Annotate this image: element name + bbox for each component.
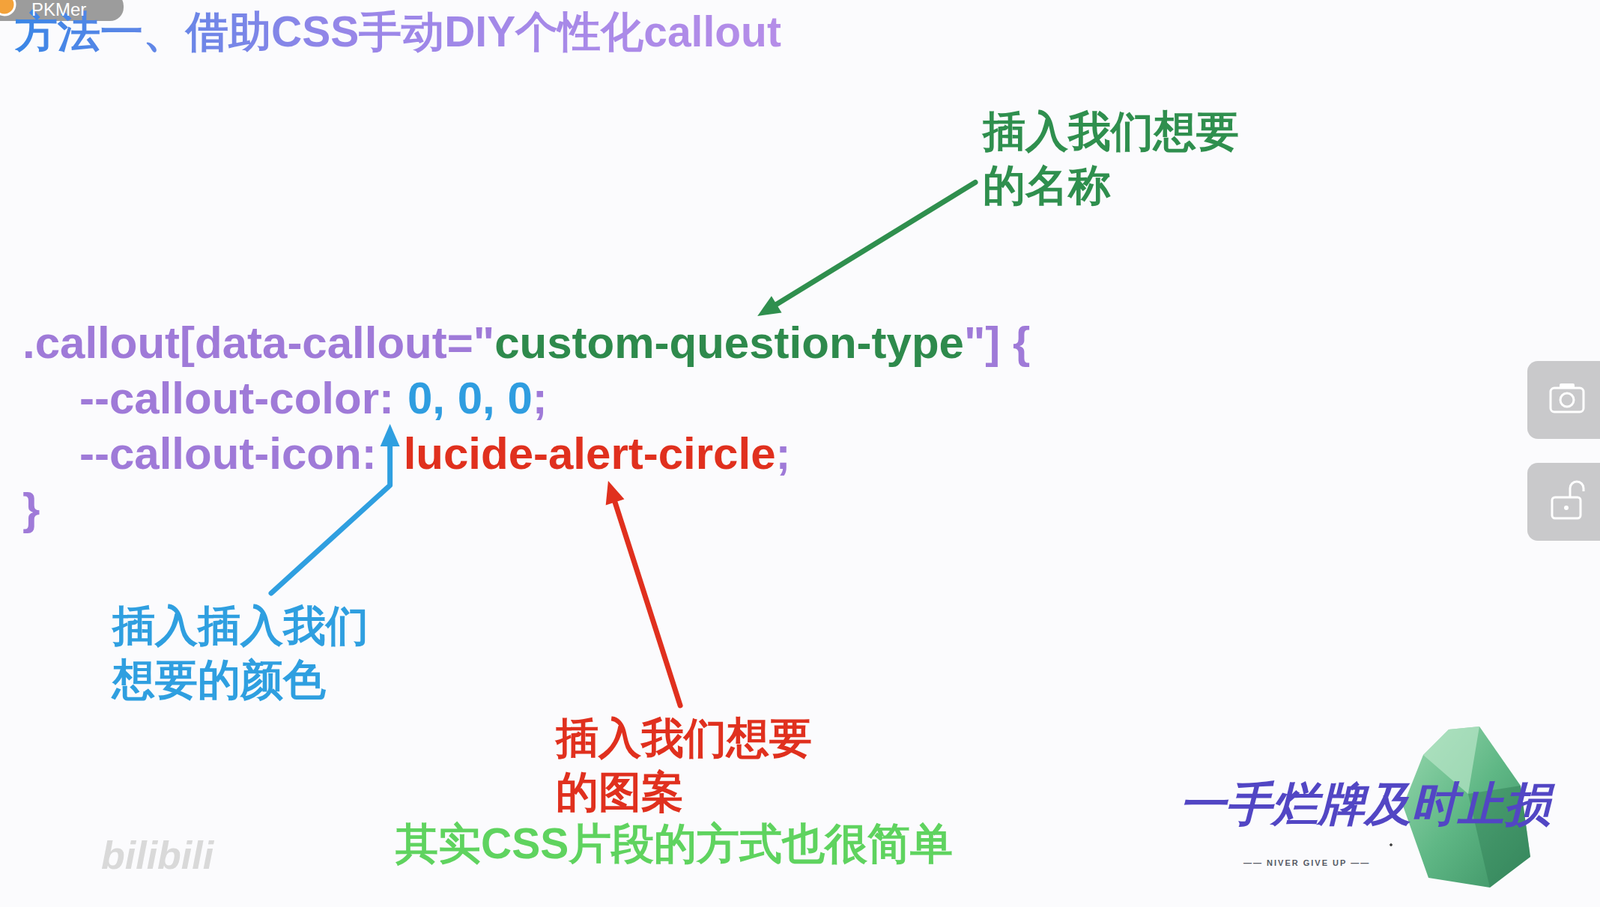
leader-arrow-red: [614, 502, 681, 706]
code-token: lucide-alert-circle: [403, 431, 777, 477]
code-token: --callout-color:: [79, 376, 395, 421]
slide-subtitle: 其实CSS片段的方式也很简单: [395, 817, 953, 869]
code-token: "] {: [964, 320, 1030, 366]
leader-arrow-blue-head: [380, 423, 400, 447]
unlock-button: [1527, 462, 1600, 541]
leader-arrow-green: [776, 182, 976, 305]
annotation-icon: 插入我们想要的图案: [555, 711, 821, 820]
watermark: bilibili: [101, 832, 214, 878]
pkmer-logo: [0, 0, 15, 15]
code-line: --callout-icon: lucide-alert-circle;: [79, 431, 791, 477]
code-token: }: [22, 486, 40, 532]
code-token: .callout[data-callout=": [22, 320, 495, 366]
leader-arrow-red-head: [605, 480, 625, 506]
annotation-name: 插入我们想要的名称: [982, 104, 1248, 213]
code-line: .callout[data-callout="custom-question-t…: [22, 320, 1030, 366]
logo-slogan: —— NIVER GIVE UP ——: [1243, 858, 1371, 868]
sparkle: [1389, 843, 1393, 847]
code-token: ;: [776, 431, 792, 477]
leader-arrow-green-head: [757, 295, 782, 317]
annotation-color: 插入插入我们想要的颜色: [112, 599, 377, 708]
code-token: --callout-icon:: [79, 431, 377, 477]
camera-button: [1527, 361, 1600, 439]
code-token: ;: [532, 376, 548, 421]
code-token: 0, 0, 0: [407, 376, 533, 421]
code-token: custom-question-type: [494, 320, 965, 366]
logo-text: 一手烂牌及时止损: [1179, 779, 1551, 830]
badge-text: PKMer: [31, 0, 87, 19]
code-line: --callout-color: 0, 0, 0;: [79, 376, 548, 421]
slide-title: 方法一、借助CSS手动DIY个性化callout: [14, 5, 782, 57]
code-line: }: [22, 486, 40, 532]
